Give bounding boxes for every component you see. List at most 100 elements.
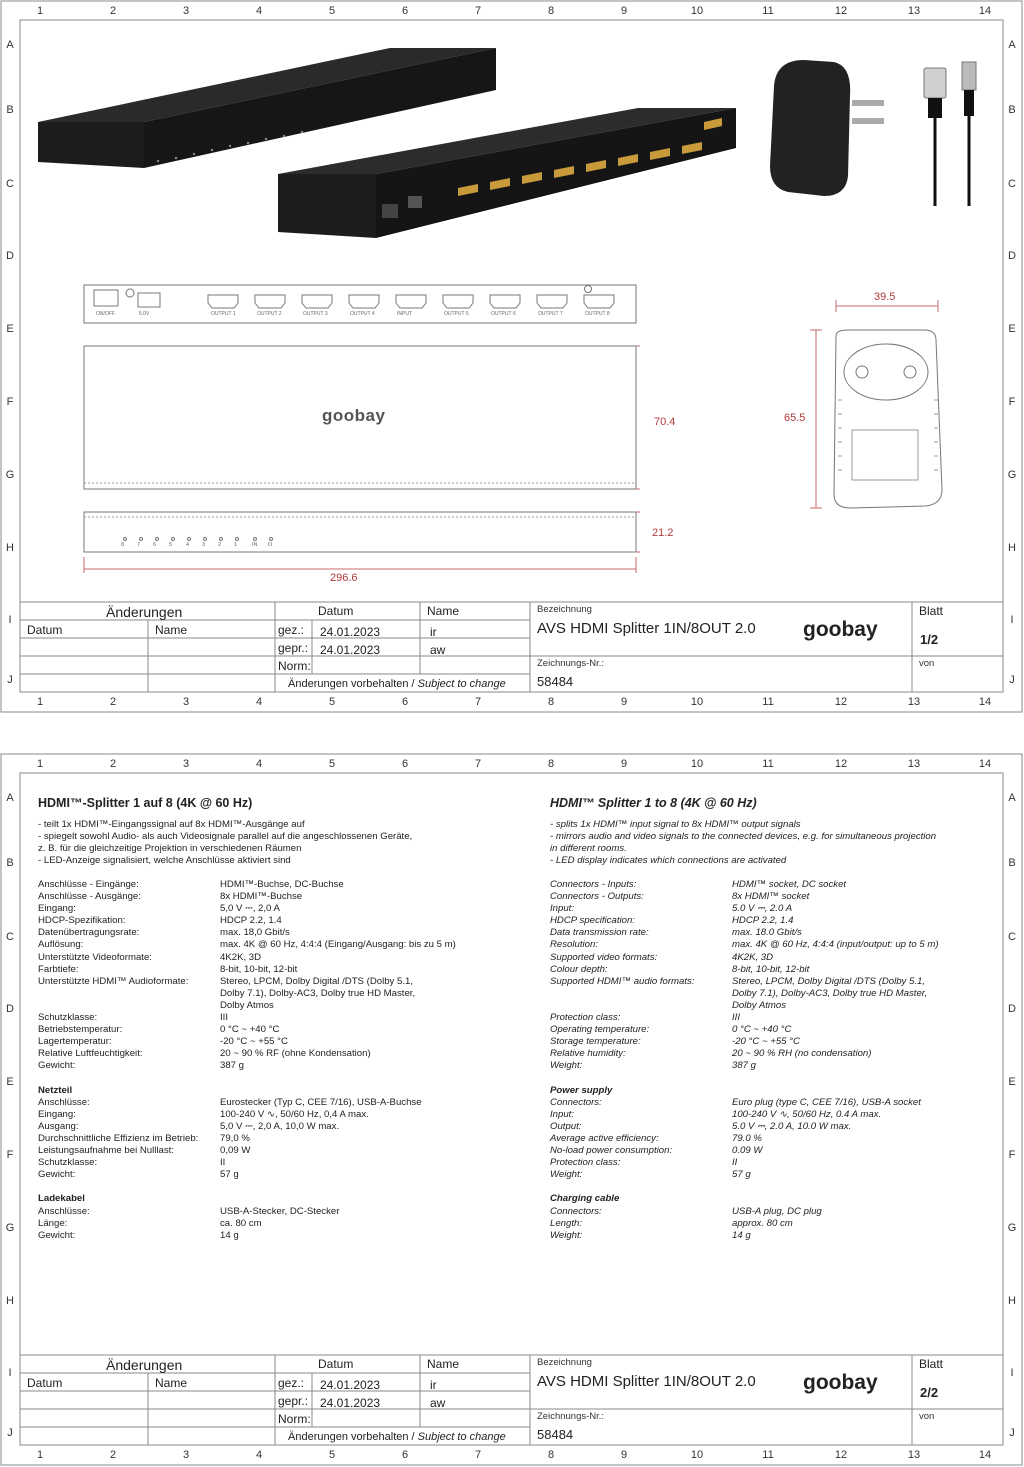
spec-row: Connectors - Inputs:HDMI™ socket, DC soc… <box>550 879 990 891</box>
spec-value: 8-bit, 10-bit, 12-bit <box>220 963 298 975</box>
drawing-title: AVS HDMI Splitter 1IN/8OUT 2.0 <box>537 620 756 637</box>
grid-row-label: B <box>1008 104 1016 116</box>
led-label: 8 <box>121 542 125 548</box>
grid-row-label: B <box>1008 857 1016 869</box>
grid-column-label: 5 <box>328 5 336 17</box>
spec-value: 14 g <box>732 1229 751 1241</box>
subject-to-change: Änderungen vorbehalten / Subject to chan… <box>288 678 506 690</box>
spec-value: max. 18,0 Gbit/s <box>220 927 290 939</box>
grid-column-label: 1 <box>36 696 44 708</box>
spec-row: Dolby Atmos <box>38 1000 518 1012</box>
spec-row <box>38 1181 518 1193</box>
grid-column-label: 13 <box>907 696 921 708</box>
spec-label: Eingang: <box>38 1108 76 1120</box>
grid-row-label: E <box>1008 323 1016 335</box>
grid-column-label: 11 <box>762 696 774 708</box>
spec-label: Connectors - Inputs: <box>550 879 637 890</box>
changes-heading: Änderungen <box>106 604 183 620</box>
spec-label: Gewicht: <box>38 1169 76 1181</box>
spec-label: Schutzklasse: <box>38 1157 98 1169</box>
drawn-date: 24.01.2023 <box>320 1378 381 1392</box>
spec-row: Ausgang:5,0 V ⎓, 2,0 A, 10,0 W max. <box>38 1121 518 1133</box>
spec-label: Weight: <box>550 1060 583 1072</box>
grid-column-label: 11 <box>762 758 774 770</box>
spec-section-heading: Ladekabel <box>38 1193 518 1205</box>
spec-row: Anschlüsse:USB-A-Stecker, DC-Stecker <box>38 1206 518 1218</box>
spec-title-en: HDMI™ Splitter 1 to 8 (4K @ 60 Hz) <box>550 796 757 810</box>
grid-column-label: 10 <box>690 758 704 770</box>
spec-row: Relative Luftfeuchtigkeit:20 ~ 90 % RF (… <box>38 1048 518 1060</box>
grid-column-label: 9 <box>620 1449 628 1461</box>
of-label: von <box>919 1411 935 1422</box>
adapter-drawing <box>810 300 943 509</box>
spec-value: 57 g <box>732 1169 751 1181</box>
grid-column-label: 6 <box>401 1449 409 1461</box>
checked-name: aw <box>430 643 446 657</box>
spec-value: approx. 80 cm <box>732 1217 793 1229</box>
spec-row: Operating temperature:0 °C ~ +40 °C <box>550 1024 990 1036</box>
changes-date-col: Datum <box>27 1376 63 1390</box>
spec-label: Resolution: <box>550 939 598 951</box>
grid-column-label: 4 <box>255 758 263 770</box>
grid-column-label: 6 <box>401 5 409 17</box>
spec-value: 100-240 V ∿, 50/60 Hz, 0.4 A max. <box>732 1108 882 1120</box>
name-heading: Name <box>427 1357 460 1371</box>
grid-row-label: F <box>6 1149 14 1161</box>
grid-row-label: G <box>1007 469 1017 481</box>
grid-column-label: 6 <box>401 758 409 770</box>
spec-row: Gewicht:387 g <box>38 1060 518 1072</box>
spec-label: Output: <box>550 1120 582 1132</box>
spec-title-de: HDMI™-Splitter 1 auf 8 (4K @ 60 Hz) <box>38 796 253 810</box>
spec-value: 20 ~ 90 % RF (ohne Kondensation) <box>220 1048 371 1060</box>
spec-value: Stereo, LPCM, Dolby Digital /DTS (Dolby … <box>732 975 926 987</box>
led-label: O <box>268 542 273 548</box>
led-dots-photo <box>156 130 304 163</box>
grid-column-label: 14 <box>978 696 992 708</box>
sheet-label: Blatt <box>919 604 944 618</box>
spec-row: Protection class:II <box>550 1157 990 1169</box>
spec-row: Relative humidity:20 ~ 90 % RH (no conde… <box>550 1048 990 1060</box>
spec-row: Unterstützte Videoformate:4K2K, 3D <box>38 952 518 964</box>
grid-row-label: C <box>1008 931 1016 943</box>
grid-column-label: 10 <box>690 5 704 17</box>
spec-row: Colour depth:8-bit, 10-bit, 12-bit <box>550 964 990 976</box>
grid-row-label: D <box>6 250 14 262</box>
checked-by-label: gepr.: <box>278 1394 309 1408</box>
led-label: 4 <box>186 542 190 548</box>
grid-row-label: A <box>6 792 14 804</box>
spec-row: Weight:14 g <box>550 1230 990 1242</box>
grid-column-label: 8 <box>547 5 555 17</box>
grid-column-label: 10 <box>690 1449 704 1461</box>
grid-row-label: A <box>1008 39 1016 51</box>
port-label: OUTPUT 7 <box>538 311 563 317</box>
spec-label: Gewicht: <box>38 1229 76 1241</box>
spec-value: 387 g <box>732 1060 757 1072</box>
spec-row: Anschlüsse - Ausgänge:8x HDMI™-Buchse <box>38 891 518 903</box>
grid-column-label: 9 <box>620 758 628 770</box>
datum-heading: Datum <box>318 1357 354 1371</box>
feature-bullet: in different rooms. <box>550 843 627 855</box>
feature-bullet: - spiegelt sowohl Audio- als auch Videos… <box>38 831 413 843</box>
feature-bullet: - LED display indicates which connection… <box>550 855 787 867</box>
spec-label: Anschlüsse - Eingänge: <box>38 879 139 890</box>
grid-column-label: 9 <box>620 5 628 17</box>
grid-column-label: 10 <box>690 696 704 708</box>
spec-label: Anschlüsse: <box>38 1205 90 1217</box>
grid-column-label: 8 <box>547 696 555 708</box>
grid-column-label: 5 <box>328 758 336 770</box>
spec-value: -20 °C ~ +55 °C <box>732 1036 800 1048</box>
spec-label: Protection class: <box>550 1012 621 1024</box>
spec-value: max. 18.0 Gbit/s <box>732 927 802 939</box>
feature-bullet: - mirrors audio and video signals to the… <box>550 831 937 843</box>
drawing-title: AVS HDMI Splitter 1IN/8OUT 2.0 <box>537 1373 756 1390</box>
spec-label: Gewicht: <box>38 1060 76 1072</box>
spec-label: Betriebstemperatur: <box>38 1024 123 1036</box>
feature-bullet: - splits 1x HDMI™ input signal to 8x HDM… <box>550 819 801 830</box>
drawn-name: ir <box>430 625 437 639</box>
grid-column-label: 4 <box>255 696 263 708</box>
spec-row: Leistungsaufnahme bei Nulllast:0,09 W <box>38 1145 518 1157</box>
feature-list-de: - teilt 1x HDMI™-Eingangssignal auf 8x H… <box>38 819 412 867</box>
grid-row-label: H <box>1008 542 1016 554</box>
spec-value: Dolby Atmos <box>732 999 787 1011</box>
